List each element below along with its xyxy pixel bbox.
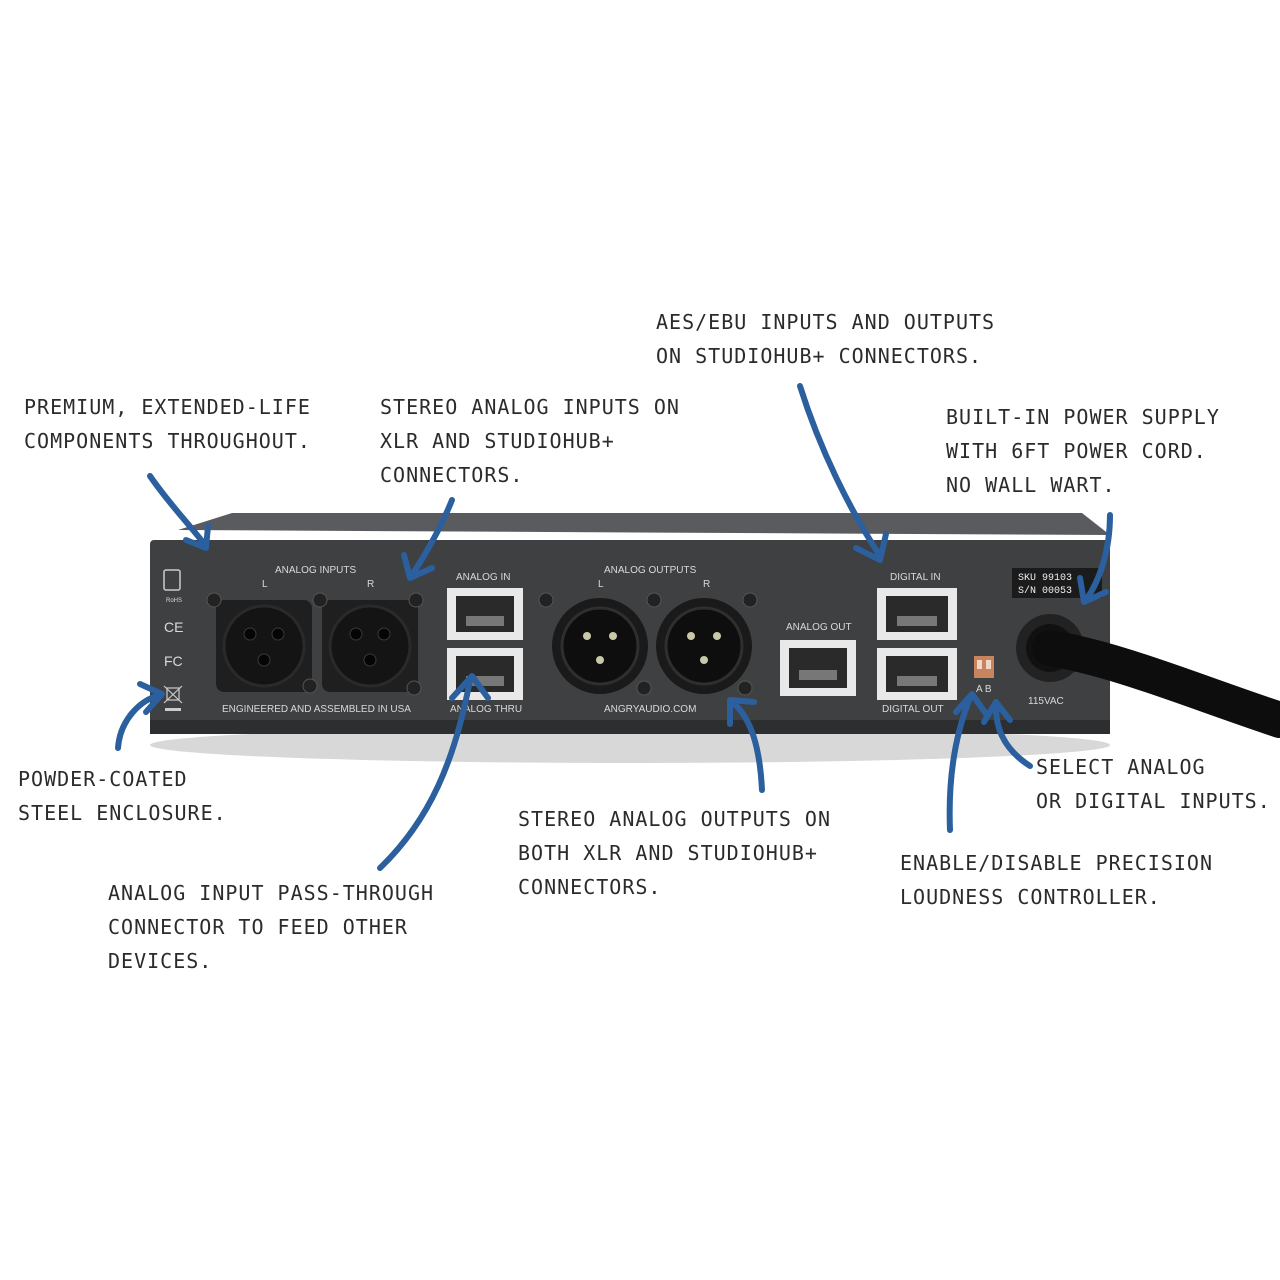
arrow-passthrough [377, 677, 473, 871]
arrow-components [147, 473, 208, 548]
arrowhead-aes [853, 531, 889, 563]
note-aes: AES/EBU inputs and outputs on StudioHub+… [656, 310, 996, 368]
xlr-input-right[interactable] [322, 600, 418, 692]
note-enclosure: Powder-coated steel enclosure. [18, 767, 227, 825]
analog-outputs-label: ANALOG OUTPUTS [604, 565, 697, 576]
panel-bottom-edge [150, 720, 1110, 734]
xlr-output-right[interactable] [656, 598, 752, 694]
note-loudness: Enable/disable precision loudness contro… [900, 851, 1213, 909]
digital-in-label: DIGITAL IN [890, 572, 941, 583]
fc-mark: FC [164, 653, 183, 669]
arrow-stereo-inputs [409, 497, 455, 578]
arrowhead-components [183, 523, 211, 551]
analog-output-l-label: L [598, 579, 604, 590]
arrowhead-enclosure [137, 681, 165, 715]
arrowhead-loudness [953, 691, 989, 717]
dip-switch[interactable] [974, 656, 994, 678]
sku-text: SKU 99103 [1018, 573, 1072, 584]
note-passthrough: Analog input pass-through connector to f… [108, 881, 435, 973]
analog-in-label: ANALOG IN [456, 572, 510, 583]
arrow-enclosure [115, 692, 163, 751]
note-components: Premium, extended-life components throug… [24, 395, 311, 453]
callout-arrows [115, 383, 1113, 871]
analog-thru-label: ANALOG THRU [450, 704, 522, 715]
analog-input-r-label: R [367, 579, 374, 590]
arrow-stereo-outputs [729, 699, 765, 793]
rj45-digital-out[interactable] [877, 648, 957, 700]
note-stereo-outputs: Stereo analog outputs on both XLR and St… [518, 807, 831, 899]
analog-inputs-label: ANALOG INPUTS [275, 565, 356, 576]
arrowhead-stereo-inputs [401, 552, 435, 581]
note-stereo-inputs: Stereo analog inputs on XLR and StudioHu… [380, 395, 680, 487]
rohs-label: RoHS [166, 598, 182, 604]
note-power: Built-in power supply with 6ft power cor… [946, 405, 1220, 497]
rj45-digital-in[interactable] [877, 588, 957, 640]
device-shadow [150, 727, 1110, 763]
analog-output-r-label: R [703, 579, 710, 590]
panel-screws [206, 592, 758, 696]
engineered-label: ENGINEERED AND ASSEMBLED IN USA [222, 704, 411, 715]
switch-ab-label: A B [976, 684, 992, 695]
power-cord [1016, 614, 1280, 738]
xlr-output-left[interactable] [552, 598, 648, 694]
rohs-icon [163, 569, 181, 591]
arrow-select [993, 705, 1033, 769]
analog-out-label: ANALOG OUT [786, 622, 852, 633]
rj45-analog-in[interactable] [447, 588, 523, 640]
device-top [178, 513, 1110, 535]
voltage-label: 115VAC [1028, 696, 1064, 707]
arrowhead-select [981, 699, 1013, 725]
arrowhead-power [1077, 575, 1109, 605]
rj45-analog-out[interactable] [780, 640, 856, 696]
arrowhead-passthrough [449, 673, 491, 701]
website-label: ANGRYAUDIO.COM [604, 704, 696, 715]
note-select: Select analog or digital inputs. [1036, 755, 1271, 813]
arrow-power [1083, 512, 1113, 603]
weee-bin-icon [163, 685, 183, 711]
digital-out-label: DIGITAL OUT [882, 704, 944, 715]
analog-input-l-label: L [262, 579, 268, 590]
sn-text: S/N 00053 [1018, 585, 1072, 597]
sku-sticker [1012, 568, 1102, 598]
xlr-input-left[interactable] [216, 600, 312, 692]
arrow-loudness [946, 695, 973, 833]
ce-mark: CE [164, 619, 183, 635]
arrow-aes [797, 383, 883, 559]
arrowhead-stereo-outputs [727, 697, 757, 727]
